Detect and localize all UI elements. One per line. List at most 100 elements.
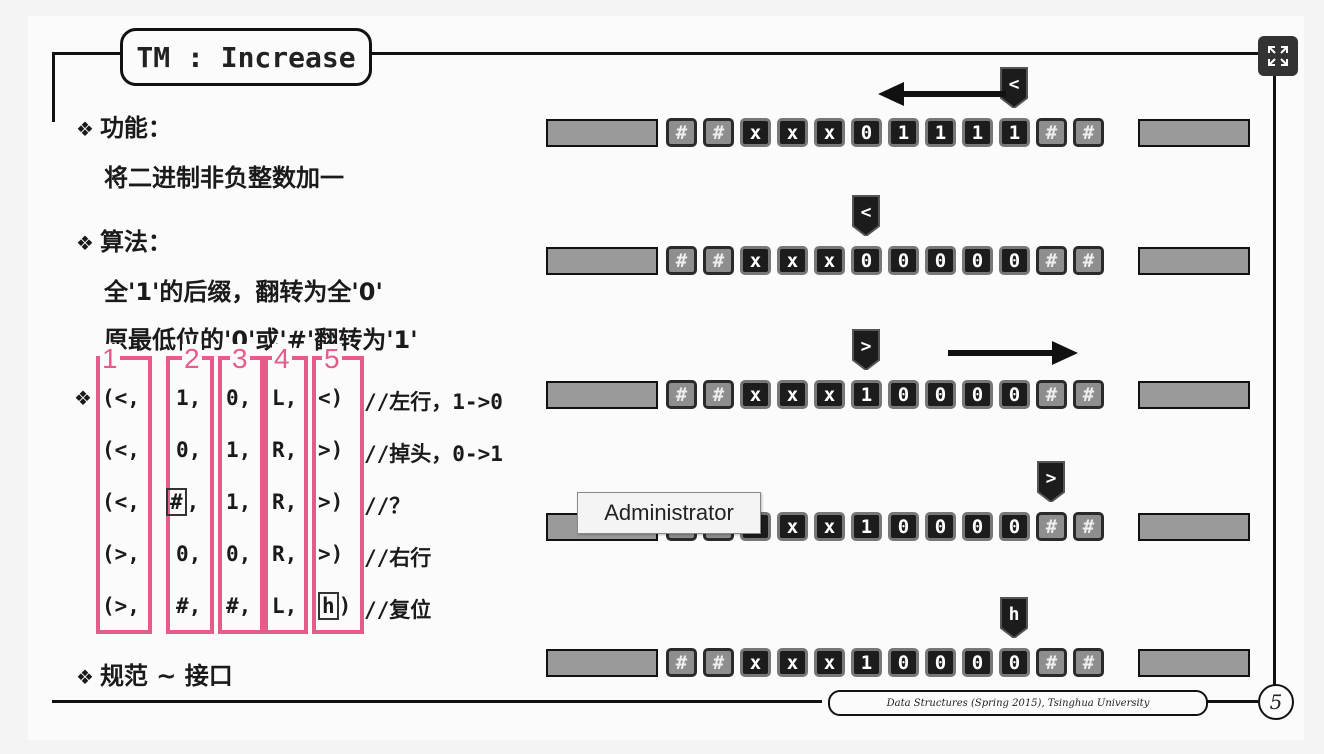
- slide-frame-top: [52, 52, 1276, 55]
- svg-text:<: <: [861, 202, 872, 223]
- tape-cell: 0: [888, 246, 919, 275]
- tape-left-bar: [546, 247, 658, 275]
- column-box-1: [96, 356, 152, 634]
- svg-text:h: h: [1009, 604, 1020, 625]
- tape-cell: 1: [962, 118, 993, 147]
- right-arrowhead-icon: [1052, 341, 1078, 365]
- tape-cell: #: [666, 380, 697, 409]
- column-number-2: 2: [182, 343, 202, 374]
- tape-cell: #: [666, 246, 697, 275]
- tape-cell: #: [666, 118, 697, 147]
- tape-right-bar: [1138, 649, 1250, 677]
- tape-cell: 0: [851, 118, 882, 147]
- tape-cell: x: [777, 512, 808, 541]
- tape-cell: x: [777, 118, 808, 147]
- tape-cell: 0: [962, 512, 993, 541]
- tape-cell: 0: [888, 648, 919, 677]
- column-number-3: 3: [230, 343, 250, 374]
- right-arrow-icon: [948, 350, 1056, 356]
- tape-cell: #: [1036, 380, 1067, 409]
- tape-cell: #: [1036, 118, 1067, 147]
- tape-cell: 1: [851, 512, 882, 541]
- slide-frame-bottom: [52, 700, 822, 703]
- tape-cell: x: [814, 512, 845, 541]
- tape-head-icon: <: [852, 195, 880, 236]
- tape-cell: x: [814, 246, 845, 275]
- tape-cell: 1: [925, 118, 956, 147]
- spec-heading: ❖规范 ~ 接口: [76, 662, 233, 690]
- left-arrowhead-icon: [878, 82, 904, 106]
- tape-cell: x: [777, 648, 808, 677]
- tape-cell: #: [1073, 246, 1104, 275]
- tape-cell: #: [1036, 512, 1067, 541]
- slide-frame-right: [1273, 52, 1276, 700]
- tape-cell: #: [1036, 648, 1067, 677]
- tape-cell: 0: [962, 380, 993, 409]
- tape-left-bar: [546, 649, 658, 677]
- slide-frame-left: [52, 52, 55, 122]
- bullet-icon: ❖: [76, 665, 94, 689]
- tape-cell: 1: [999, 118, 1030, 147]
- tape-cell: 1: [851, 380, 882, 409]
- column-number-4: 4: [272, 343, 292, 374]
- tape-head-icon: <: [1000, 67, 1028, 108]
- tape-cell: 1: [888, 118, 919, 147]
- tape-cell: 0: [888, 512, 919, 541]
- tape-cell: x: [814, 648, 845, 677]
- tape-cell: 0: [999, 380, 1030, 409]
- tape-cell: 1: [851, 648, 882, 677]
- tape-cell: 0: [962, 648, 993, 677]
- footer-course-label: Data Structures (Spring 2015), Tsinghua …: [828, 690, 1208, 716]
- function-heading: ❖功能：: [76, 114, 172, 142]
- svg-text:>: >: [1046, 468, 1057, 489]
- fullscreen-button[interactable]: [1258, 36, 1298, 76]
- tape-cell: #: [703, 380, 734, 409]
- algorithm-line-2: 原最低位的'0'或'#'翻转为'1': [104, 326, 418, 354]
- tape-cell: 0: [925, 246, 956, 275]
- svg-text:<: <: [1009, 74, 1020, 95]
- tape-left-bar: [546, 381, 658, 409]
- left-arrow-icon: [900, 91, 1006, 97]
- tape-cell: 0: [888, 380, 919, 409]
- tape-right-bar: [1138, 381, 1250, 409]
- tape-cell: 0: [925, 380, 956, 409]
- slide-frame-bottom-right: [1206, 700, 1258, 703]
- tape-cell: 0: [851, 246, 882, 275]
- tape-head-icon: h: [1000, 597, 1028, 638]
- tape-cell: #: [1073, 648, 1104, 677]
- tape-cell: x: [777, 380, 808, 409]
- tape-cell: #: [1073, 380, 1104, 409]
- tape-cell: 0: [925, 512, 956, 541]
- slide-title: TM : Increase: [120, 28, 372, 86]
- bullet-icon: ❖: [76, 231, 94, 255]
- tape-cell: #: [703, 246, 734, 275]
- tape-right-bar: [1138, 247, 1250, 275]
- function-text: 将二进制非负整数加一: [104, 164, 344, 192]
- algorithm-line-1: 全'1'的后缀，翻转为全'0': [104, 278, 383, 306]
- tape-left-bar: [546, 119, 658, 147]
- tape-cell: 0: [999, 648, 1030, 677]
- expand-icon: [1268, 46, 1288, 66]
- tape-cell: x: [740, 118, 771, 147]
- page-number: 5: [1258, 684, 1294, 720]
- rules-bullet-icon: ❖: [74, 386, 92, 410]
- tape-cell: #: [1073, 118, 1104, 147]
- tape-cell: #: [703, 118, 734, 147]
- tooltip: Administrator: [577, 492, 761, 534]
- column-number-5: 5: [322, 343, 342, 374]
- algorithm-heading: ❖算法：: [76, 228, 172, 256]
- tape-cell: 0: [999, 246, 1030, 275]
- tape-cell: x: [814, 380, 845, 409]
- tape-cell: #: [666, 648, 697, 677]
- tape-cell: 0: [999, 512, 1030, 541]
- tape-head-icon: >: [1037, 461, 1065, 502]
- svg-text:>: >: [861, 336, 872, 357]
- bullet-icon: ❖: [76, 117, 94, 141]
- tape-cell: #: [703, 648, 734, 677]
- tape-cell: x: [814, 118, 845, 147]
- tape-cell: #: [1036, 246, 1067, 275]
- tape-cell: x: [740, 648, 771, 677]
- tape-right-bar: [1138, 513, 1250, 541]
- tape-head-icon: >: [852, 329, 880, 370]
- tape-right-bar: [1138, 119, 1250, 147]
